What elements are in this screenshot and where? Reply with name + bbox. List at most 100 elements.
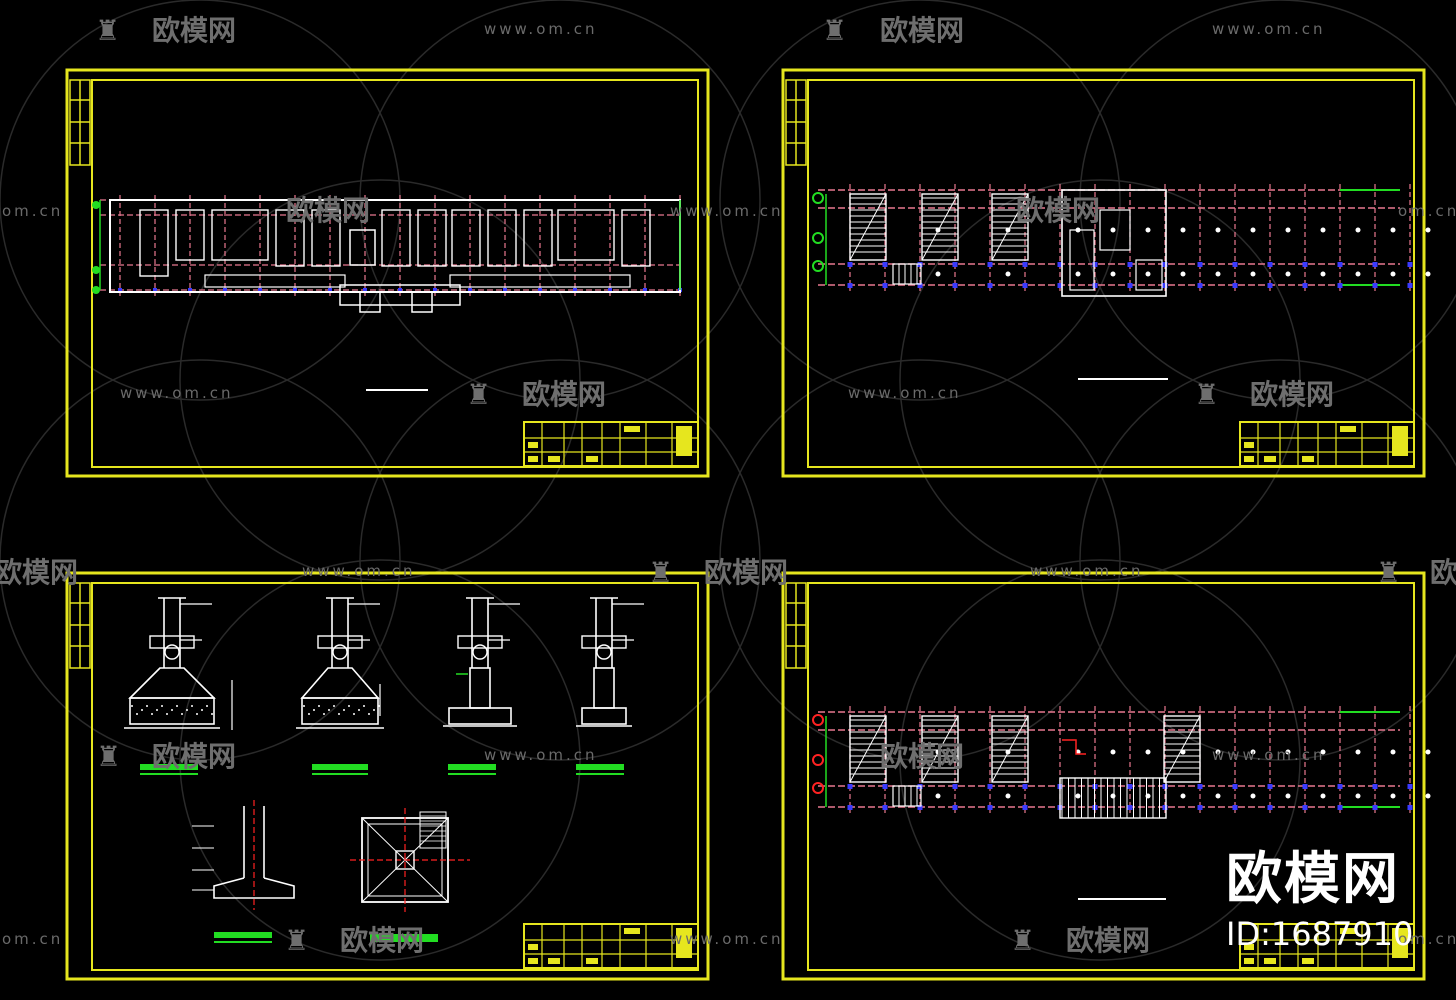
footing-base (581, 707, 627, 725)
watermark-url: www.om.cn (484, 20, 598, 38)
plan-column-dot (1250, 793, 1256, 799)
footing-hatch (368, 713, 370, 715)
plan-column-mark (1162, 805, 1168, 810)
plan-column-dot (1005, 793, 1011, 799)
watermark-url: www.om.cn (670, 202, 784, 220)
watermark-logo-icon: ♜ (1376, 556, 1401, 589)
plan-column-dot (1285, 749, 1291, 755)
plan-column-dot (1250, 271, 1256, 277)
watermark-brand: 欧模网 (152, 14, 236, 47)
footing-hatch (373, 709, 375, 711)
watermark-circle (179, 179, 581, 581)
watermark-circle (0, 359, 401, 761)
watermark-circles (0, 0, 1456, 961)
brand-badge-title: 欧模网 (1226, 847, 1400, 912)
plan-column-dot (1145, 271, 1151, 277)
plan-stair-diagonal (921, 193, 959, 261)
footing-ground-beam (581, 635, 627, 649)
plan-column-mark (188, 288, 192, 292)
title-block-text-mark (586, 958, 598, 964)
plan-stair-outline (1163, 715, 1201, 783)
plan-column-dot (1215, 749, 1221, 755)
plan-column-mark (987, 262, 993, 267)
detail-label-mark (312, 764, 368, 770)
watermark-url: om.cn (1398, 202, 1456, 220)
plan-column-mark (1022, 784, 1028, 789)
sheet-outer-frame (65, 571, 710, 981)
watermark-circle (179, 559, 581, 961)
plan-stair-outline (849, 193, 887, 261)
sheet-inner-frame (91, 79, 699, 468)
title-block-text-mark (1244, 442, 1254, 448)
plan-column-mark (1372, 805, 1378, 810)
plan-column-mark (1372, 283, 1378, 288)
sheet-floor-plan-lower (781, 571, 1431, 981)
plan-column-dot (1145, 227, 1151, 233)
plan-column-mark (1302, 283, 1308, 288)
sheet-foundation-plan (65, 68, 710, 478)
plan-core-room (1135, 259, 1163, 291)
plan-column-mark (1162, 784, 1168, 789)
watermark-url: www.om.cn (1212, 20, 1326, 38)
strip-footing-base (213, 877, 295, 899)
plan-column-mark (153, 288, 157, 292)
footing-hatch (191, 705, 193, 707)
watermark-brand: 欧模网 (880, 14, 964, 47)
plan-column-mark (847, 283, 853, 288)
detail-label-mark (214, 932, 272, 938)
plan-column-dot (1180, 271, 1186, 277)
plan-column-mark (1267, 283, 1273, 288)
sheet-outer-frame (781, 571, 1426, 981)
plan-column-dot (1355, 749, 1361, 755)
plan-column-dot (1425, 749, 1431, 755)
plan-column-mark (1407, 805, 1413, 810)
watermark-logo-icon: ♜ (648, 556, 673, 589)
plan-stair-outline (991, 193, 1029, 261)
title-block-text-mark (1264, 456, 1276, 462)
binding-margin-block (69, 79, 91, 166)
plan-column-dot (1250, 749, 1256, 755)
plan-room-outline (139, 209, 169, 277)
footing-ground-beam (457, 635, 503, 649)
plan-column-mark (952, 805, 958, 810)
title-block-border (1239, 923, 1415, 969)
foundation-detail-drawings (124, 597, 644, 943)
plan-core-block (1061, 189, 1167, 297)
plan-column-dot (1110, 227, 1116, 233)
title-block-text-mark (1392, 928, 1408, 958)
plan-room-outline (175, 209, 205, 261)
axis-bubbles (92, 201, 100, 294)
footing-hatch (161, 705, 163, 707)
plan-column-dot (935, 793, 941, 799)
plan-column-dot (1285, 227, 1291, 233)
plan-column-mark (1022, 262, 1028, 267)
footing-hatch (338, 713, 340, 715)
footing-hatch (328, 709, 330, 711)
sheet-inner-frame (807, 582, 1415, 971)
plan-column-mark (1232, 784, 1238, 789)
footing-plan-rebar-detail (419, 811, 447, 849)
binding-margin-block (69, 582, 91, 669)
plan-column-mark (398, 288, 402, 292)
plan-column-mark (1127, 805, 1133, 810)
plan-column-dot (935, 271, 941, 277)
plan-column-dot (1215, 271, 1221, 277)
title-block-text-mark (1340, 426, 1356, 432)
title-block-text-mark (586, 456, 598, 462)
plan-column-dot (1180, 749, 1186, 755)
watermark-brand: 欧模网 (340, 924, 424, 957)
plan-stair-diagonal (991, 193, 1029, 261)
title-block-text-mark (676, 928, 692, 958)
detail-label-mark (576, 764, 624, 770)
watermark-brand: 欧模网 (1016, 194, 1100, 227)
footing-hatch (181, 713, 183, 715)
plan-column-mark (952, 262, 958, 267)
plan-column-mark (328, 288, 332, 292)
plan-column-mark (847, 784, 853, 789)
plan-column-mark (1127, 283, 1133, 288)
plan-stair-diagonal (1163, 715, 1201, 783)
plan-column-dot (1320, 227, 1326, 233)
watermark-url: om.cn (2, 202, 63, 220)
